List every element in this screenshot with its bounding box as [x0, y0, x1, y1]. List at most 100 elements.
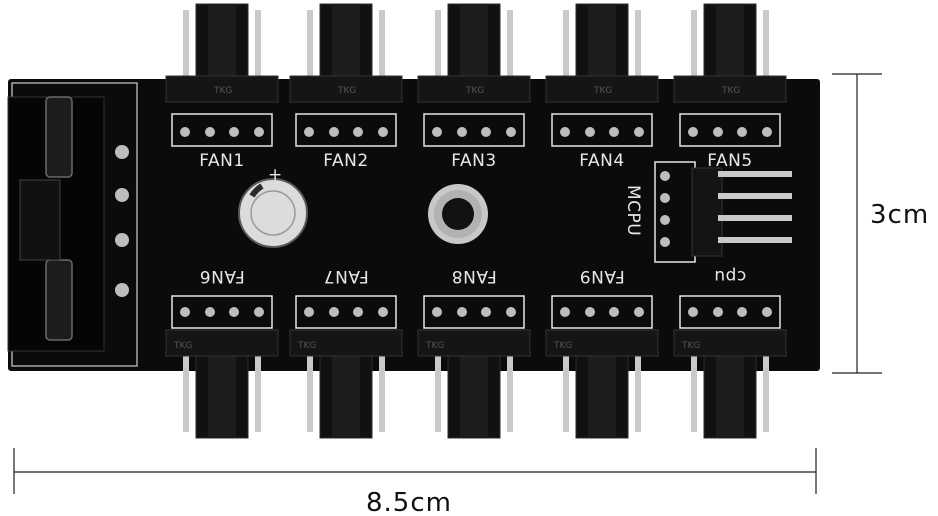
width-dimension: 8.5cm: [13, 448, 817, 516]
pad: [353, 307, 363, 317]
header-base: [165, 329, 279, 357]
pad: [254, 307, 264, 317]
pad: [378, 307, 388, 317]
pad: [229, 307, 239, 317]
square-pad: [634, 127, 644, 137]
pin: [563, 352, 569, 432]
pin: [763, 10, 769, 92]
housing-mark: TKG: [553, 341, 572, 351]
mounting-hole: [428, 184, 488, 244]
pad: [481, 307, 491, 317]
housing-ridge: [460, 346, 488, 438]
header-base: [289, 329, 403, 357]
pad: [457, 307, 467, 317]
header-base: [165, 75, 279, 103]
housing-ridge: [332, 346, 360, 438]
square-pad: [304, 307, 314, 317]
width-label: 8.5cm: [366, 488, 452, 516]
square-pad: [378, 127, 388, 137]
mcpu-label: MCPU: [623, 185, 643, 236]
header-base: [673, 75, 787, 103]
housing-mark: TKG: [593, 86, 612, 96]
pin: [635, 10, 641, 92]
pad: [304, 127, 314, 137]
fan-label: FAN1: [199, 151, 244, 171]
pin: [691, 352, 697, 432]
pad: [229, 127, 239, 137]
pad: [353, 127, 363, 137]
pad: [713, 307, 723, 317]
footprint-outline: [679, 113, 781, 147]
fan-label: cpu: [714, 266, 746, 286]
pin: [563, 10, 569, 92]
pad: [762, 307, 772, 317]
pad: [634, 307, 644, 317]
fan-label: FAN4: [579, 151, 624, 171]
housing-mark: TKG: [297, 341, 316, 351]
footprint-outline: [551, 113, 653, 147]
fan-label: FAN7: [323, 266, 368, 286]
bottom-connector-2: TKG FAN7: [289, 266, 403, 439]
pcb-board: [8, 79, 820, 371]
header-base: [545, 329, 659, 357]
square-pad: [688, 307, 698, 317]
header-base: [673, 329, 787, 357]
fan-label: FAN9: [579, 266, 624, 286]
square-pad: [180, 307, 190, 317]
pad: [585, 307, 595, 317]
pad: [713, 127, 723, 137]
pin: [183, 352, 189, 432]
pin: [763, 352, 769, 432]
pin: [507, 352, 513, 432]
pad: [457, 127, 467, 137]
fan-label: FAN5: [707, 151, 752, 171]
header-base: [417, 75, 531, 103]
footprint-outline: [551, 295, 653, 329]
molex-power-connector: [7, 96, 129, 352]
pad: [737, 127, 747, 137]
housing-mark: TKG: [465, 86, 484, 96]
pad: [609, 127, 619, 137]
pad: [481, 127, 491, 137]
housing-mark: TKG: [721, 86, 740, 96]
pin: [255, 352, 261, 432]
square-pad: [254, 127, 264, 137]
footprint-outline: [679, 295, 781, 329]
pad: [432, 127, 442, 137]
fan-label: FAN8: [451, 266, 496, 286]
header-base: [545, 75, 659, 103]
pad: [205, 307, 215, 317]
pad: [688, 127, 698, 137]
housing-mark: TKG: [337, 86, 356, 96]
pad: [205, 127, 215, 137]
footprint-outline: [423, 113, 525, 147]
footprint-outline: [423, 295, 525, 329]
footprint-outline: [171, 295, 273, 329]
pin: [307, 10, 313, 92]
top-connector-5: TKG FAN5: [673, 3, 787, 171]
pin: [435, 352, 441, 432]
pad: [737, 307, 747, 317]
bottom-connector-5: TKG cpu: [673, 266, 787, 439]
header-base: [289, 75, 403, 103]
square-pad: [560, 307, 570, 317]
pin: [307, 352, 313, 432]
housing-mark: TKG: [681, 341, 700, 351]
pad: [180, 127, 190, 137]
bottom-connector-4: TKG FAN9: [545, 266, 659, 439]
pad: [329, 307, 339, 317]
housing-mark: TKG: [213, 86, 232, 96]
top-connector-1: TKG FAN1: [165, 3, 279, 171]
footprint-outline: [295, 295, 397, 329]
pad: [506, 307, 516, 317]
mcpu-connector: MCPU: [623, 161, 792, 263]
top-connector-4: TKG FAN4: [545, 3, 659, 171]
pad: [585, 127, 595, 137]
pin: [635, 352, 641, 432]
